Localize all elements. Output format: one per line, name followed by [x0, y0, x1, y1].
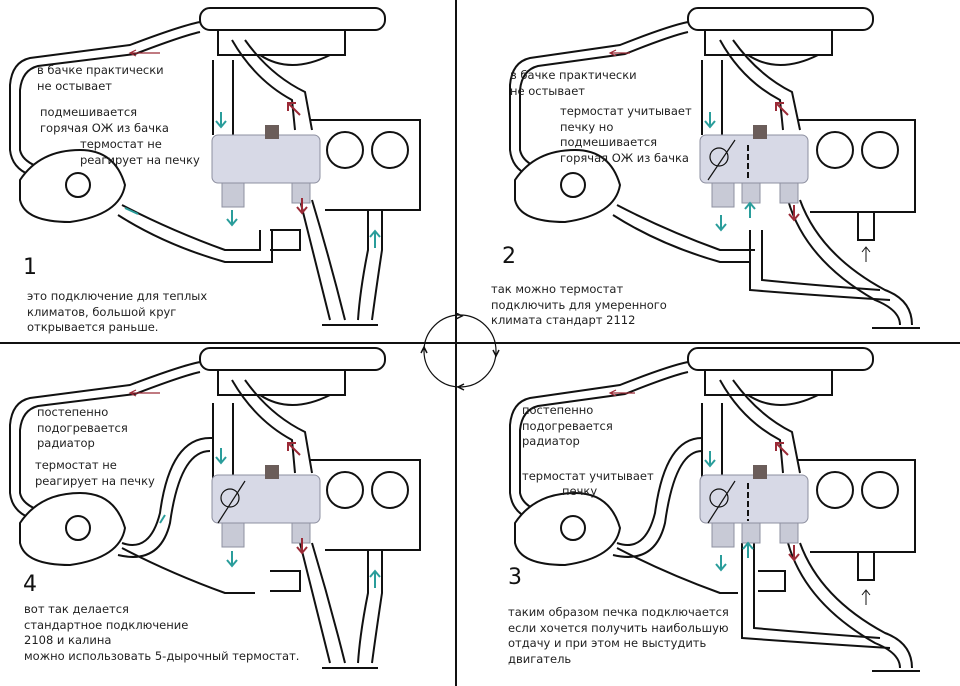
panel-caption: таким образом печка подключается если хо… — [508, 605, 729, 666]
panel-number: 1 — [23, 255, 37, 280]
cold-flow-arrow — [369, 569, 381, 588]
panel-number: 4 — [23, 572, 37, 597]
cold-flow-arrow — [704, 112, 716, 129]
expansion-tank — [514, 148, 622, 224]
blocked-port-icon — [709, 488, 729, 508]
cold-flow-arrow — [226, 551, 238, 568]
cooling-system-diagram — [9, 7, 421, 326]
radiator-top — [687, 347, 874, 371]
hot-flow-arrow — [296, 198, 308, 215]
panel-caption: так можно термостат подключить для умере… — [491, 282, 667, 327]
hot-flow-arrow — [287, 442, 301, 456]
panel-1: в бачке практически не остывает подмешив… — [0, 0, 480, 343]
note-tank-not-cooling: в бачке практически не остывает — [510, 68, 637, 98]
hot-flow-arrow — [608, 49, 630, 57]
panel-number: 3 — [508, 565, 522, 590]
note-thermostat-considers-heater: термостат учитывает — [522, 469, 654, 483]
note-thermostat-ignores-heater: термостат не реагирует на печку — [80, 137, 200, 167]
hot-flow-arrow — [788, 545, 800, 562]
cold-flow-arrow — [715, 555, 727, 572]
hot-flow-arrow — [788, 205, 800, 222]
expansion-tank — [514, 491, 622, 567]
panel-caption: это подключение для теплых климатов, бол… — [27, 289, 208, 334]
panel-caption: вот так делается стандартное подключение… — [24, 602, 300, 663]
cooling-system-diagram — [509, 7, 920, 329]
note-thermostat-considers-heater-2: печку — [562, 484, 598, 498]
radiator-top — [199, 7, 386, 31]
hot-flow-arrow — [287, 102, 301, 116]
circular-arrows-icon — [420, 313, 500, 391]
radiator-body — [217, 30, 346, 56]
note-thermostat-considers-heater: термостат учитывает печку но подмешивает… — [560, 104, 692, 165]
hot-flow-arrow — [608, 389, 635, 397]
cold-flow-arrow — [159, 514, 166, 524]
cold-flow-arrow — [124, 207, 139, 215]
thermostat-housing — [699, 474, 809, 524]
note-hot-coolant-mixing: подмешивается горячая ОЖ из бачка — [40, 105, 169, 135]
hot-flow-arrow — [128, 49, 160, 57]
heater-connector — [857, 211, 875, 241]
thermostat-housing — [211, 134, 321, 184]
radiator-top — [199, 347, 386, 371]
expansion-tank — [19, 491, 127, 567]
note-tank-not-cooling: в бачке практически не остывает — [37, 63, 164, 93]
hot-flow-arrow — [128, 389, 160, 397]
cooling-system-diagram — [9, 347, 421, 669]
panel-4: постепенно подогревается радиатор термос… — [0, 343, 480, 686]
cold-flow-arrow — [704, 451, 716, 468]
horizontal-divider — [0, 342, 960, 344]
hot-flow-arrow — [775, 442, 789, 456]
expansion-tank — [19, 148, 127, 224]
cold-flow-arrow — [742, 541, 754, 558]
thermostat-housing — [211, 474, 321, 524]
panel-2: в бачке практически не остывает термоста… — [480, 0, 960, 343]
cold-flow-arrow — [215, 448, 227, 465]
radiator-top — [687, 7, 874, 31]
sensor-plug — [265, 125, 279, 139]
note-radiator-warming: постепенно подогревается радиатор — [37, 405, 128, 450]
cold-flow-arrow — [215, 112, 227, 129]
cold-flow-arrow — [226, 210, 238, 227]
hot-flow-arrow — [775, 102, 789, 116]
blocked-port-icon — [709, 147, 729, 167]
cooling-system-diagram — [509, 347, 920, 672]
panel-number: 2 — [502, 244, 516, 269]
bypass-hose — [9, 21, 201, 176]
note-thermostat-ignores-heater: термостат не реагирует на печку — [35, 458, 155, 488]
cold-flow-arrow — [369, 229, 381, 248]
blocked-port-icon — [220, 488, 240, 508]
note-radiator-warming: постепенно подогревается радиатор — [522, 403, 613, 448]
cold-flow-arrow — [715, 215, 727, 232]
thermostat-housing — [699, 134, 809, 184]
panel-3: постепенно подогревается радиатор термос… — [480, 343, 960, 686]
heater-connector — [857, 551, 875, 581]
cold-flow-arrow — [744, 201, 756, 218]
hot-flow-arrow — [296, 538, 308, 555]
